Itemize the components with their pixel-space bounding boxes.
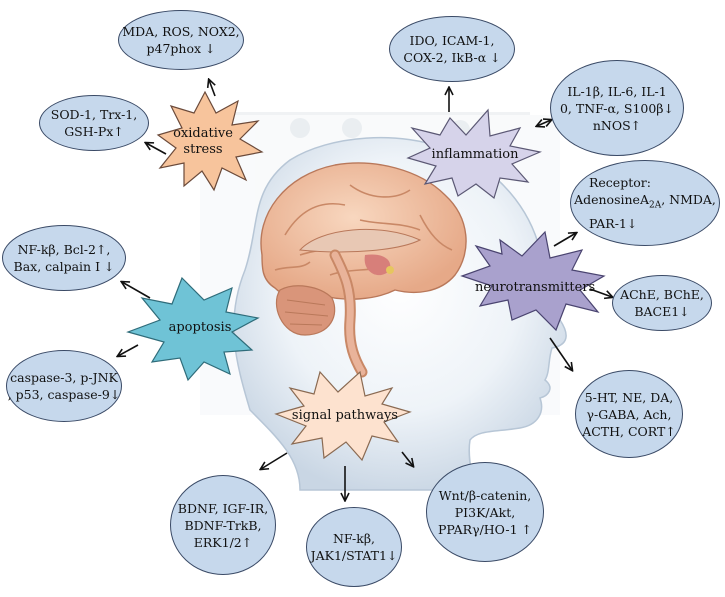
bubble-5ht-line1: 5-HT, NE, DA, xyxy=(584,389,674,405)
bubble-5ht-line2: γ-GABA, Ach, xyxy=(586,406,672,422)
bubble-ido: IDO, ICAM-1, COX-2, IkB-α ↓ xyxy=(389,16,515,82)
label-signal-pathways: signal pathways xyxy=(290,408,400,424)
label-oxidative-line2: stress xyxy=(183,142,223,157)
bubble-ido-line2: COX-2, IkB-α ↓ xyxy=(403,50,501,65)
bubble-ido-line1: IDO, ICAM-1, xyxy=(409,33,495,48)
bubble-il-line1: IL-1β, IL-6, IL-1 xyxy=(567,83,667,99)
arrow-oxidative-to-mda xyxy=(209,80,216,97)
label-signal-pathways-text: signal pathways xyxy=(291,408,399,423)
arrow-neuro-to-5ht xyxy=(549,337,572,370)
bubble-bdnf: BDNF, IGF-IR, BDNF-TrkB, ERK1/2↑ xyxy=(170,475,276,575)
bubble-5ht-line3: ACTH, CORT↑ xyxy=(582,423,676,439)
bubble-il-line2: 0, TNF-α, S100β↓ xyxy=(559,100,675,116)
bubble-mda-line1: MDA, ROS, NOX2, xyxy=(122,24,240,39)
arrow-signal-to-wnt xyxy=(401,451,413,466)
bubble-receptor-line1: Receptor: xyxy=(589,175,651,191)
arrow-apoptosis-to-caspase xyxy=(118,344,139,356)
label-apoptosis-text: apoptosis xyxy=(168,320,232,335)
label-inflammation-text: inflammation xyxy=(431,147,519,162)
bubble-caspase-line2: , p53, caspase-9↓ xyxy=(7,387,121,402)
label-neurotransmitters: neurotransmitters xyxy=(475,280,595,296)
bubble-il-line3: nNOS↑ xyxy=(592,117,642,133)
bubble-wnt-line1: Wnt/β-catenin, xyxy=(438,487,532,503)
label-oxidative-stress: oxidative stress xyxy=(168,126,238,158)
bubble-5ht: 5-HT, NE, DA, γ-GABA, Ach, ACTH, CORT↑ xyxy=(575,370,683,458)
bubble-nfkb-bcl: NF-kβ, Bcl-2↑, Bax, calpain I ↓ xyxy=(2,225,126,291)
bubble-caspase-line1: caspase-3, p-JNK xyxy=(10,370,118,385)
bubble-il: IL-1β, IL-6, IL-1 0, TNF-α, S100β↓ nNOS↑ xyxy=(550,60,684,156)
bubble-sod-line1: SOD-1, Trx-1, xyxy=(50,107,138,122)
bubble-bdnf-line1: BDNF, IGF-IR, xyxy=(177,500,269,516)
bubble-jak-line1: NF-kβ, xyxy=(332,531,376,546)
brain-illustration xyxy=(260,162,467,378)
bubble-sod: SOD-1, Trx-1, GSH-Px↑ xyxy=(39,95,149,151)
bubble-sod-line2: GSH-Px↑ xyxy=(64,124,124,139)
bubble-jak-line2: JAK1/STAT1↓ xyxy=(310,548,398,563)
bubble-caspase: caspase-3, p-JNK , p53, caspase-9↓ xyxy=(6,350,122,422)
bubble-receptor: Receptor: AdenosineA2A, NMDA, PAR-1↓ xyxy=(570,160,720,246)
label-apoptosis: apoptosis xyxy=(160,320,240,336)
arrow-apoptosis-to-nfkb xyxy=(122,282,151,299)
arrow-neuro-to-receptor xyxy=(553,233,576,247)
starburst-oxidative-stress xyxy=(156,90,264,192)
bubble-mda-ros: MDA, ROS, NOX2, p47phox ↓ xyxy=(118,10,244,70)
bubble-nfkb-line2: Bax, calpain I ↓ xyxy=(13,259,115,274)
arrow-signal-to-bdnf xyxy=(261,452,288,469)
bubble-wnt-line2: PI3K/Akt, xyxy=(454,504,516,520)
arrow-neuro-to-ache xyxy=(589,288,612,297)
bubble-mda-line2: p47phox ↓ xyxy=(146,41,216,56)
bubble-bdnf-line2: BDNF-TrkB, xyxy=(184,517,262,533)
arrows xyxy=(118,80,612,500)
bubble-nfkb-line1: NF-kβ, Bcl-2↑, xyxy=(17,242,111,257)
arrow-oxidative-to-sod xyxy=(146,143,167,155)
bubble-ache-line1: AChE, BChE, xyxy=(620,287,704,302)
label-inflammation: inflammation xyxy=(425,147,525,163)
starburst-inflammation xyxy=(406,108,543,200)
bubble-ache-line2: BACE1↓ xyxy=(634,304,690,319)
bubble-wnt: Wnt/β-catenin, PI3K/Akt, PPARγ/HO-1 ↑ xyxy=(426,462,544,562)
bubble-receptor-line2: AdenosineA2A, NMDA, xyxy=(574,192,716,211)
starburst-apoptosis xyxy=(126,276,260,382)
bubble-bdnf-line3: ERK1/2↑ xyxy=(193,534,253,550)
bubble-jak: NF-kβ, JAK1/STAT1↓ xyxy=(306,507,402,587)
starburst-neurotransmitters xyxy=(460,230,606,332)
bubble-wnt-line3: PPARγ/HO-1 ↑ xyxy=(437,521,533,537)
bubble-receptor-line3: PAR-1↓ xyxy=(589,215,638,231)
label-neurotransmitters-text: neurotransmitters xyxy=(475,280,596,295)
label-oxidative-line1: oxidative xyxy=(173,126,233,141)
bubble-ache: AChE, BChE, BACE1↓ xyxy=(612,275,712,331)
arrow-inflammation-to-il xyxy=(537,120,551,126)
starburst-signal-pathways xyxy=(274,370,412,462)
